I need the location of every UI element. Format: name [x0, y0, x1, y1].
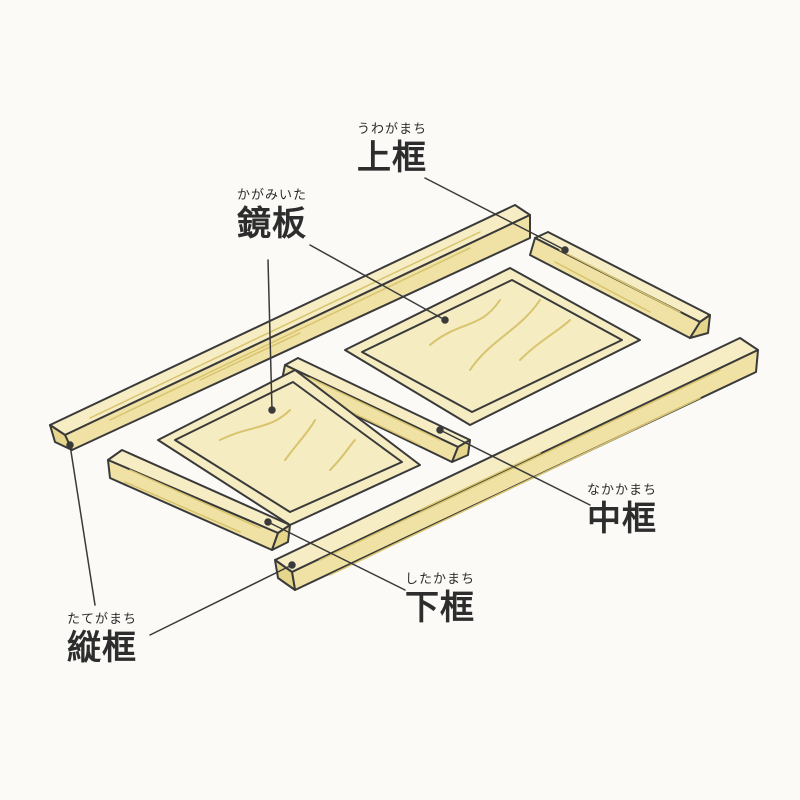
rail-middle	[281, 357, 471, 463]
label-uwagamachi-ruby: うわがまち	[356, 122, 427, 137]
label-tategamachi: たてがまち 縦框	[62, 612, 142, 668]
label-uwagamachi: うわがまち 上框	[352, 122, 432, 178]
label-uwagamachi-kanji: 上框	[357, 138, 427, 178]
label-shitagamachi: したかまち 下框	[400, 572, 480, 628]
stile-left	[49, 204, 531, 451]
label-nakagamachi-ruby: なかかまち	[586, 483, 657, 498]
stile-right	[274, 337, 759, 591]
label-kagamiita-kanji: 鏡板	[237, 204, 307, 244]
leader-lines	[66, 177, 591, 636]
panel-upper	[344, 267, 641, 426]
rail-top	[529, 231, 711, 339]
label-tategamachi-kanji: 縦框	[67, 628, 137, 668]
label-shitagamachi-ruby: したかまち	[404, 572, 475, 587]
label-shitagamachi-kanji: 下框	[405, 588, 475, 628]
label-nakagamachi: なかかまち 中框	[582, 483, 662, 539]
panel-lower	[157, 369, 421, 526]
label-nakagamachi-kanji: 中框	[587, 499, 657, 539]
label-tategamachi-ruby: たてがまち	[66, 612, 137, 627]
label-kagamiita: かがみいた 鏡板	[232, 188, 312, 244]
label-kagamiita-ruby: かがみいた	[236, 188, 307, 203]
